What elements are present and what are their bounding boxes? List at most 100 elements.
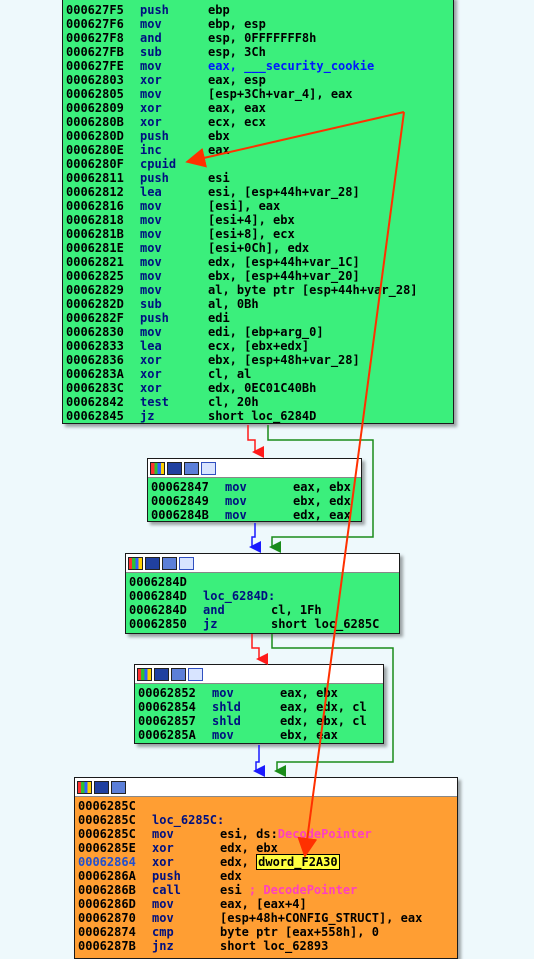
code-operands: ebp bbox=[208, 3, 230, 17]
graph-icon[interactable] bbox=[150, 461, 165, 475]
edit-icon[interactable] bbox=[167, 461, 182, 475]
code-operands: eax, eax bbox=[208, 101, 266, 115]
view-icon[interactable] bbox=[171, 667, 186, 681]
graph-icon[interactable] bbox=[77, 780, 92, 794]
code-address: 00062818 bbox=[66, 213, 124, 227]
code-operands: eax, [eax+4] bbox=[220, 897, 307, 911]
code-mnemonic: sub bbox=[140, 297, 162, 311]
edit-icon[interactable] bbox=[154, 667, 169, 681]
xref-arrow-dword[interactable] bbox=[297, 111, 405, 858]
struct-icon[interactable] bbox=[201, 461, 216, 475]
code-operands: ebx, edx bbox=[293, 494, 351, 508]
edge-true[interactable] bbox=[271, 634, 394, 777]
edge-false[interactable] bbox=[247, 425, 264, 458]
code-label: loc_6285C: bbox=[152, 813, 225, 827]
code-address: 0006283A bbox=[66, 367, 124, 381]
struct-icon[interactable] bbox=[179, 556, 194, 570]
struct-icon[interactable] bbox=[188, 667, 203, 681]
code-operands: edx, ebx bbox=[220, 841, 278, 855]
edge-uncond[interactable] bbox=[249, 523, 261, 553]
edit-icon[interactable] bbox=[145, 556, 160, 570]
edit-icon[interactable] bbox=[94, 780, 109, 794]
code-address: 00062854 bbox=[138, 700, 196, 714]
view-icon[interactable] bbox=[184, 461, 199, 475]
edge-false[interactable] bbox=[251, 634, 268, 665]
code-operands: cl, 1Fh bbox=[271, 603, 322, 617]
operand-text: byte ptr [eax+558h], 0 bbox=[220, 925, 379, 939]
view-icon[interactable] bbox=[162, 556, 177, 570]
edge-true[interactable] bbox=[267, 425, 374, 553]
code-operands: ecx, [ebx+edx] bbox=[208, 339, 309, 353]
code-operands: edi, [ebp+arg_0] bbox=[208, 325, 324, 339]
operand-text: esi, [esp+44h+var_28] bbox=[208, 185, 360, 199]
edge-uncond[interactable] bbox=[253, 745, 265, 777]
xref-arrow-cpuid[interactable] bbox=[185, 111, 405, 168]
operand-text: edx, ebx bbox=[220, 841, 278, 855]
code-address: 00062803 bbox=[66, 73, 124, 87]
code-line[interactable]: 0006285C bbox=[75, 799, 457, 813]
code-address: 000627FE bbox=[66, 59, 124, 73]
operand-text: ebx, eax bbox=[280, 728, 338, 742]
code-line[interactable]: 0006284D bbox=[126, 575, 399, 589]
operand-text: short loc_6284D bbox=[208, 409, 317, 423]
code-mnemonic: mov bbox=[140, 325, 162, 339]
code-mnemonic: inc bbox=[140, 143, 162, 157]
graph-icon[interactable] bbox=[128, 556, 143, 570]
operand-text: cl, 20h bbox=[208, 395, 259, 409]
code-mnemonic: mov bbox=[140, 17, 162, 31]
graph-icon[interactable] bbox=[137, 667, 152, 681]
view-icon[interactable] bbox=[111, 780, 126, 794]
code-mnemonic: and bbox=[140, 31, 162, 45]
